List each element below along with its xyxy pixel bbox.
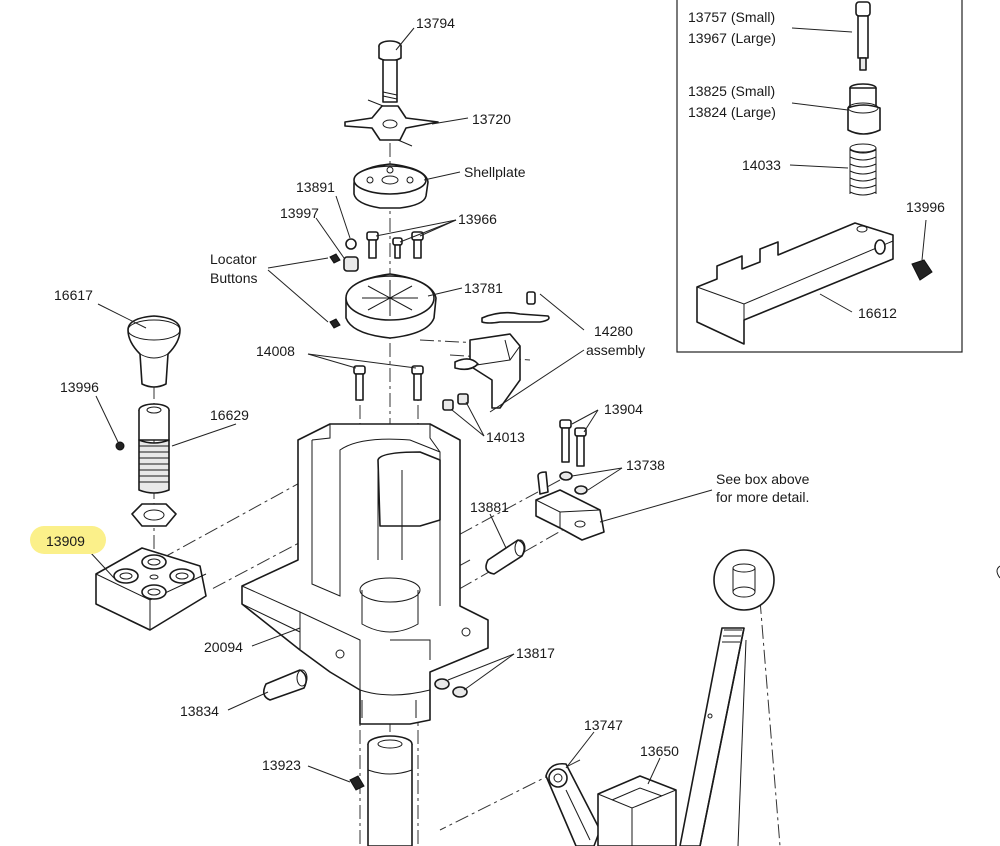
detent-sleeve-part <box>847 83 881 135</box>
link-arm-part <box>545 762 601 846</box>
highlight-badge <box>30 526 106 554</box>
leader-lines <box>89 27 713 785</box>
label-20094: 20094 <box>204 639 243 655</box>
set-screw-part <box>115 441 125 451</box>
set-screw-detail-part <box>911 259 933 281</box>
handle-rod-part <box>679 627 747 846</box>
detent-screws-part <box>559 419 588 495</box>
die-holder-part <box>138 403 170 494</box>
label-13757: 13757 (Small) <box>688 9 775 25</box>
detail-box: 13757 (Small) 13967 (Large) 13825 (Small… <box>676 0 963 353</box>
label-13997: 13997 <box>280 205 319 221</box>
label-14280: 14280 <box>594 323 633 339</box>
mounting-screws-part <box>353 365 424 401</box>
detent-block-part <box>535 471 605 541</box>
label-13720: 13720 <box>472 111 511 127</box>
label-14008: 14008 <box>256 343 295 359</box>
pivot-pin-lower-part <box>262 669 308 701</box>
label-13909: 13909 <box>46 533 85 549</box>
label-13996: 13996 <box>60 379 99 395</box>
press-frame-part <box>241 423 489 725</box>
label-16629: 16629 <box>210 407 249 423</box>
shellplate-bolt-part <box>378 40 402 103</box>
label-assembly: assembly <box>586 342 645 358</box>
label-14013: 14013 <box>486 429 525 445</box>
label-13824: 13824 (Large) <box>688 104 776 120</box>
label-13923: 13923 <box>262 757 301 773</box>
shellplate-part <box>353 163 429 209</box>
label-13794: 13794 <box>416 15 455 31</box>
label-shellplate: Shellplate <box>464 164 526 180</box>
label-16612: 16612 <box>858 305 897 321</box>
part-labels: 13794 13720 Shellplate 13891 13997 13966… <box>46 15 810 773</box>
label-13834: 13834 <box>180 703 219 719</box>
ram-part <box>367 735 413 846</box>
detent-pin-part <box>855 1 871 71</box>
die-nut-part <box>131 503 177 527</box>
handle-ball-part <box>713 549 775 611</box>
handle-bracket-part <box>597 775 677 846</box>
case-feed-assembly-part <box>454 291 550 409</box>
label-13747: 13747 <box>584 717 623 733</box>
handle-knob-part <box>127 315 181 388</box>
label-13967: 13967 (Large) <box>688 30 776 46</box>
label-see-box: See box above <box>716 471 810 487</box>
label-13738: 13738 <box>626 457 665 473</box>
spring-part <box>849 143 877 196</box>
label-16617: 16617 <box>54 287 93 303</box>
label-13825: 13825 (Small) <box>688 83 775 99</box>
label-13904: 13904 <box>604 401 643 417</box>
pivot-pin-part <box>485 539 526 575</box>
label-13996-detail: 13996 <box>906 199 945 215</box>
label-13650: 13650 <box>640 743 679 759</box>
label-locator: Locator <box>210 251 257 267</box>
edge-fragment <box>996 565 1000 579</box>
label-13881: 13881 <box>470 499 509 515</box>
label-13817: 13817 <box>516 645 555 661</box>
indexer-part <box>344 99 439 147</box>
toolhead-part <box>95 547 207 631</box>
label-buttons: Buttons <box>210 270 257 286</box>
detent-bar-part <box>696 222 894 345</box>
locator-buttons-part <box>329 238 359 329</box>
label-13966: 13966 <box>458 211 497 227</box>
label-13781: 13781 <box>464 280 503 296</box>
platform-part <box>345 273 437 339</box>
label-14033: 14033 <box>742 157 781 173</box>
ram-set-screw-part <box>349 775 365 791</box>
frame-screws-part <box>434 678 468 698</box>
label-13891: 13891 <box>296 179 335 195</box>
small-screws-part <box>442 393 469 411</box>
label-more-detail: for more detail. <box>716 489 809 505</box>
